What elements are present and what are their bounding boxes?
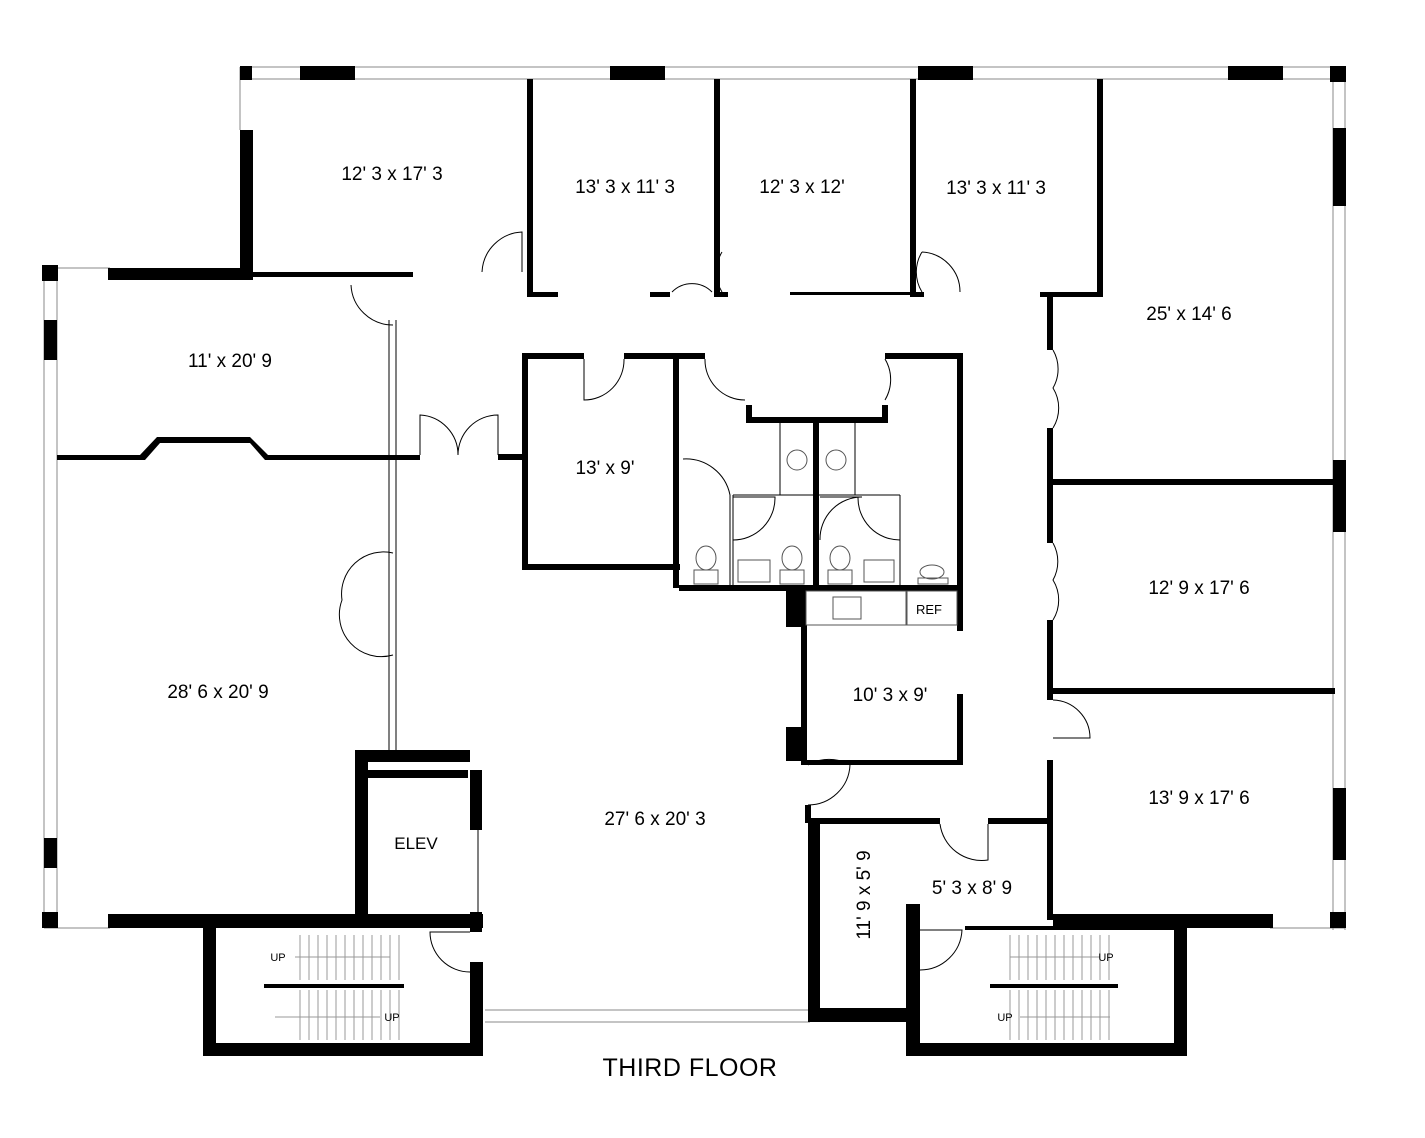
room-label-office-w-large: 28' 6 x 20' 9 <box>167 682 268 703</box>
room-label-office-kitchen: 10' 3 x 9' <box>853 685 928 706</box>
exterior-piers <box>42 66 1346 928</box>
room-label-office-ne: 25' x 14' 6 <box>1146 304 1231 325</box>
elevator-label: ELEV <box>394 834 438 853</box>
room-label-office-d: 13' 3 x 11' 3 <box>946 178 1046 199</box>
doors <box>338 231 1091 973</box>
refrigerator-label: REF <box>916 602 942 617</box>
exterior-glazing <box>43 66 1346 1023</box>
restroom-fixtures <box>693 423 949 585</box>
room-label-office-center: 13' x 9' <box>575 458 634 479</box>
room-label-office-a: 12' 3 x 17' 3 <box>341 164 442 185</box>
walls <box>57 79 1335 1056</box>
room-label-storage-vertical: 11' 9 x 5' 9 <box>854 850 875 939</box>
room-label-main-space: 27' 6 x 20' 3 <box>604 809 705 830</box>
room-label-office-b: 13' 3 x 11' 3 <box>575 177 675 198</box>
stair-up-label-left-bottom: UP <box>384 1012 399 1024</box>
room-label-office-se: 13' 9 x 17' 6 <box>1148 788 1249 809</box>
room-label-office-c: 12' 3 x 12' <box>759 177 844 198</box>
kitchenette <box>805 590 958 626</box>
floor-title: THIRD FLOOR <box>603 1054 778 1082</box>
stair-up-label-right-bottom: UP <box>997 1012 1012 1024</box>
room-label-office-w-small: 11' x 20' 9 <box>188 351 272 372</box>
room-labels: 12' 3 x 17' 3 13' 3 x 11' 3 12' 3 x 12' … <box>167 164 1249 1024</box>
room-label-small-room: 5' 3 x 8' 9 <box>932 878 1012 899</box>
room-label-office-e-mid: 12' 9 x 17' 6 <box>1148 578 1249 599</box>
left-stair <box>264 935 404 1040</box>
stair-up-label-right-top: UP <box>1098 952 1113 964</box>
right-stair <box>990 935 1118 1040</box>
stair-up-label-left-top: UP <box>270 952 285 964</box>
